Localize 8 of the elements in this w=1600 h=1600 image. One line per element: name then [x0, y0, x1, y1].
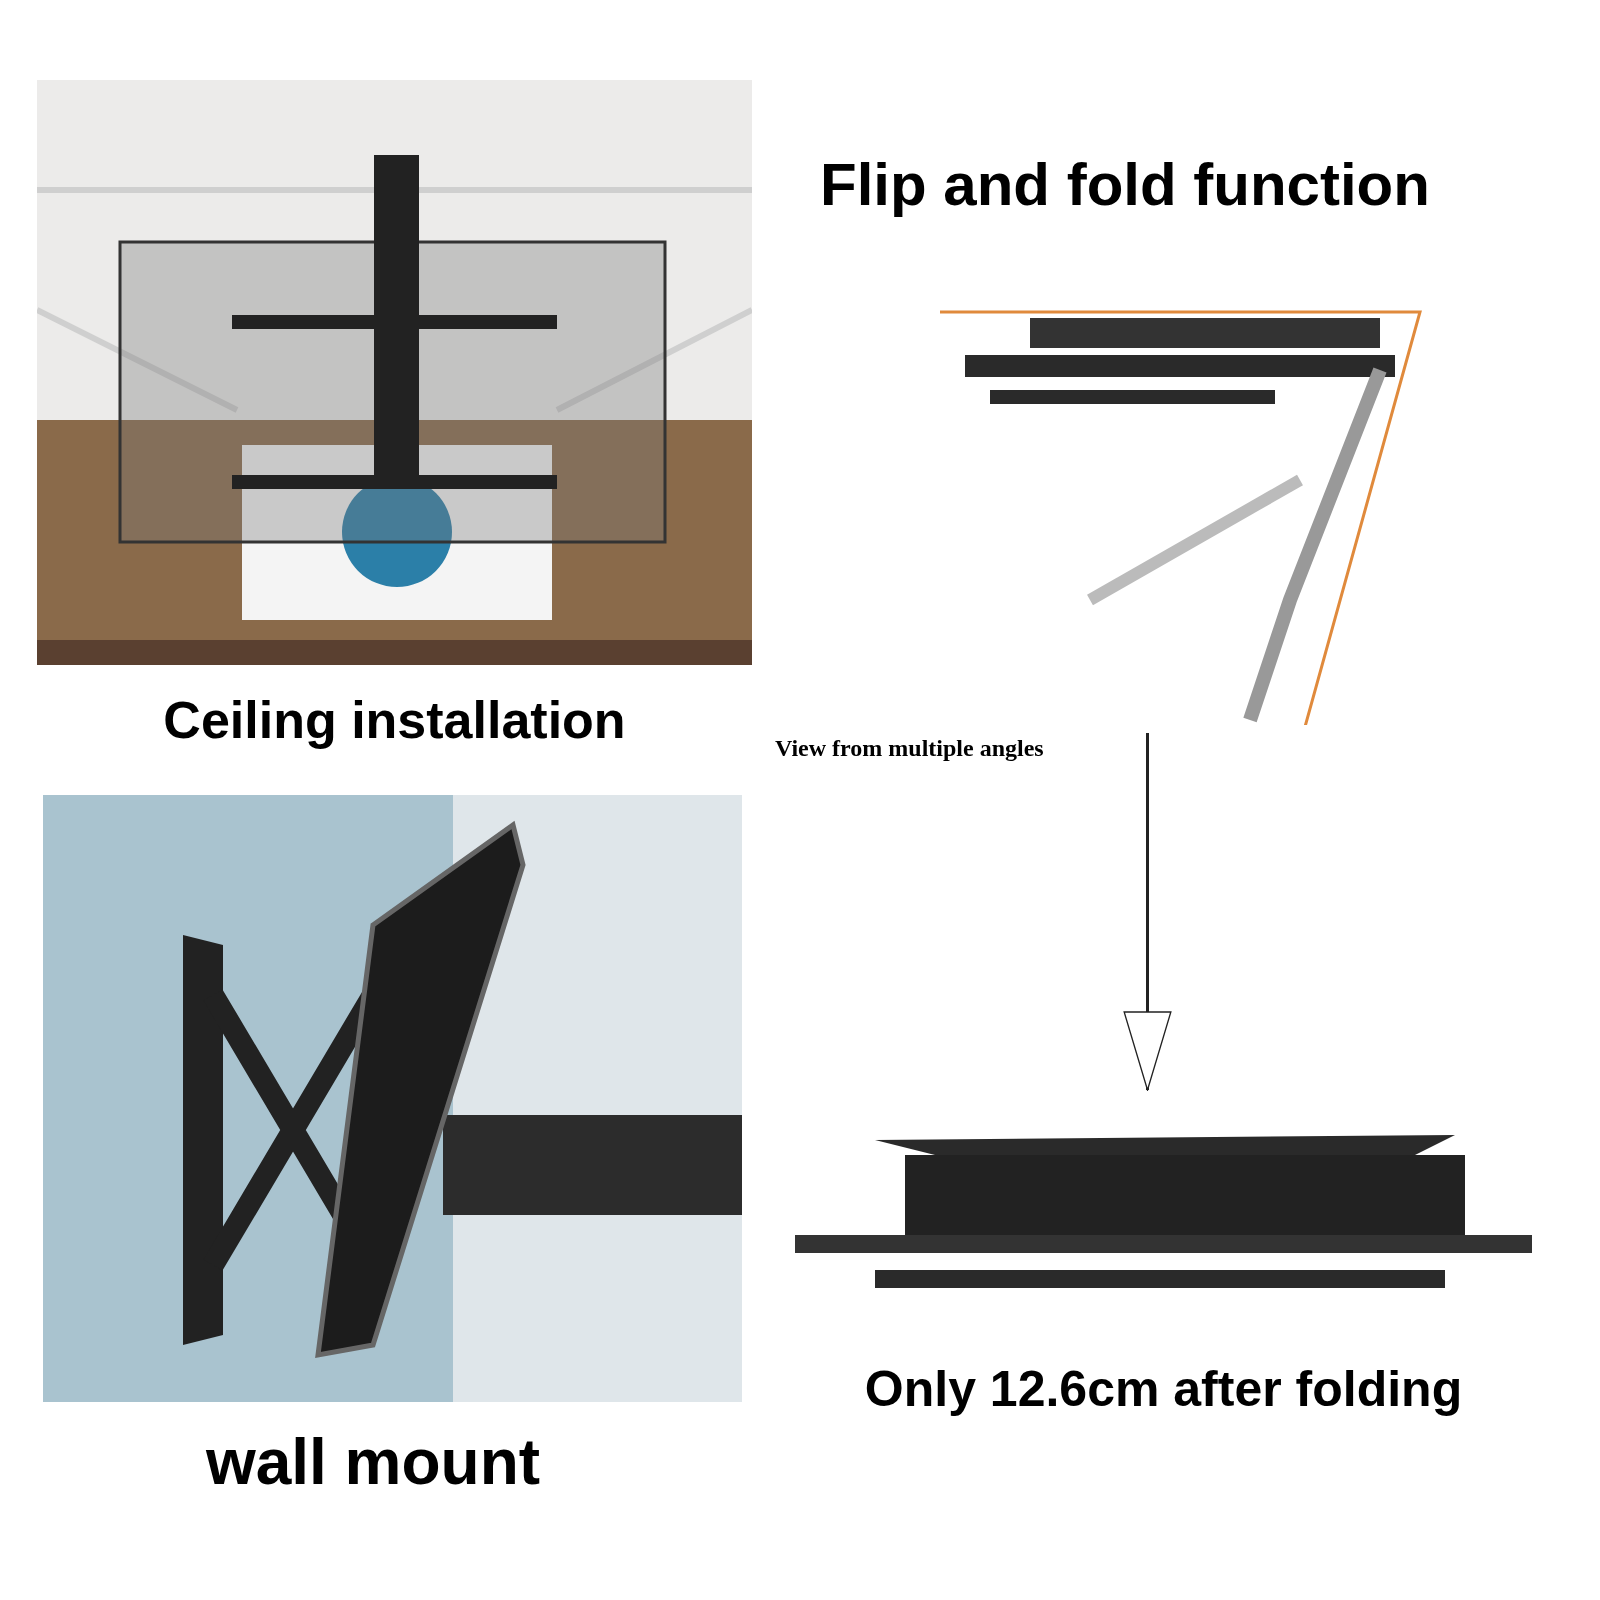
title: Flip and fold function: [820, 150, 1430, 219]
node-label: Ceiling installation: [162, 690, 627, 750]
node-label: Only 12.6cm after folding: [863, 1360, 1464, 1418]
photo: [37, 80, 752, 665]
node-label: wall mount: [204, 1425, 542, 1499]
photo: [43, 795, 742, 1402]
arrow: [1123, 733, 1172, 1091]
node-label: View from multiple angles: [775, 735, 1045, 762]
